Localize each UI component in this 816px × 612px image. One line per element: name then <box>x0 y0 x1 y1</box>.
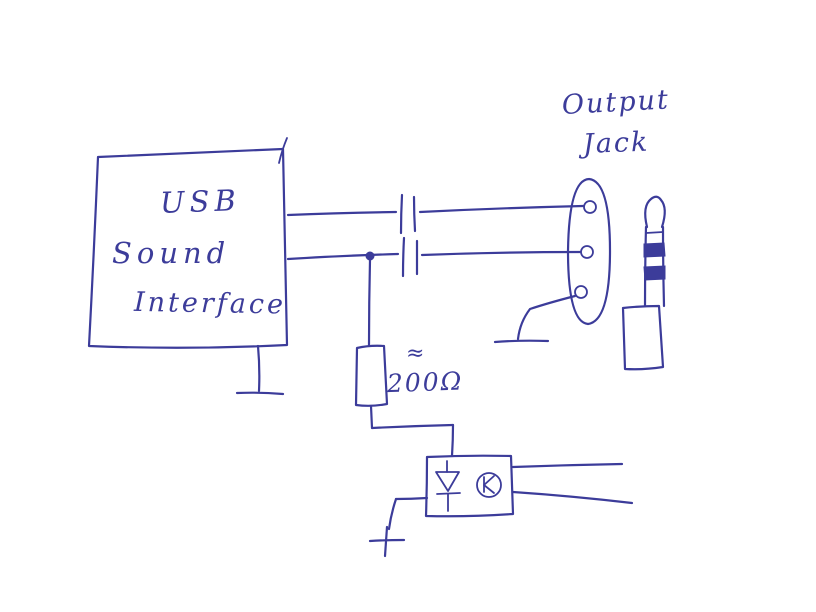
interface-label: Interface <box>133 287 287 321</box>
optocoupler-box <box>424 454 515 518</box>
ground-symbol-jack <box>493 294 577 344</box>
opto-output-wire-top <box>511 462 624 469</box>
output-jack-label: Output Jack <box>561 84 670 160</box>
capacitor-symbol-top <box>399 193 417 235</box>
series-resistor: ≈ 200Ω <box>354 258 464 430</box>
opto-input-return-wire <box>387 496 429 531</box>
resistor-lead-top <box>367 258 372 347</box>
jack-label: Jack <box>577 127 649 160</box>
sound-label: Sound <box>112 236 230 270</box>
opto-output-wire-bottom <box>511 490 634 505</box>
capacitor-plate-left <box>399 193 404 235</box>
wire-resistor-to-opto <box>370 423 455 458</box>
plug-collar-line <box>645 231 664 234</box>
plug-body <box>621 304 665 371</box>
usb-label: USB <box>159 183 241 220</box>
plug-insulator-band-1 <box>643 242 666 258</box>
capacitor-plate-left <box>401 236 406 278</box>
jack-contact-sleeve <box>574 285 588 299</box>
phototransistor-symbol <box>476 472 502 498</box>
junction-dot <box>365 251 375 261</box>
opto-output-wires <box>511 462 634 505</box>
capacitor-symbol-bottom <box>401 236 419 278</box>
ground-symbol-usb <box>235 344 285 396</box>
resistor-body <box>354 344 389 407</box>
plug-shaft-left <box>643 225 648 308</box>
usb-sound-interface-box: USB Sound Interface <box>87 137 289 349</box>
output-jack-connector <box>566 177 612 326</box>
wire-top-channel <box>286 204 585 217</box>
jack-contact-tip <box>583 200 597 214</box>
wire-bottom-channel <box>286 250 582 261</box>
plug-tip <box>644 195 666 229</box>
trs-audio-plug <box>621 195 666 371</box>
plug-insulator-band-2 <box>643 265 666 281</box>
output-label: Output <box>561 84 670 121</box>
capacitor-plate-right <box>412 195 417 233</box>
resistor-lead-bottom <box>369 404 374 430</box>
led-symbol <box>435 460 461 512</box>
jack-contact-ring <box>580 245 594 259</box>
plus-ground-symbol <box>368 525 406 558</box>
resistor-approx-mark: ≈ <box>406 341 424 366</box>
pen-overshoot-mark <box>278 137 288 164</box>
resistor-value-label: 200Ω <box>385 366 463 398</box>
